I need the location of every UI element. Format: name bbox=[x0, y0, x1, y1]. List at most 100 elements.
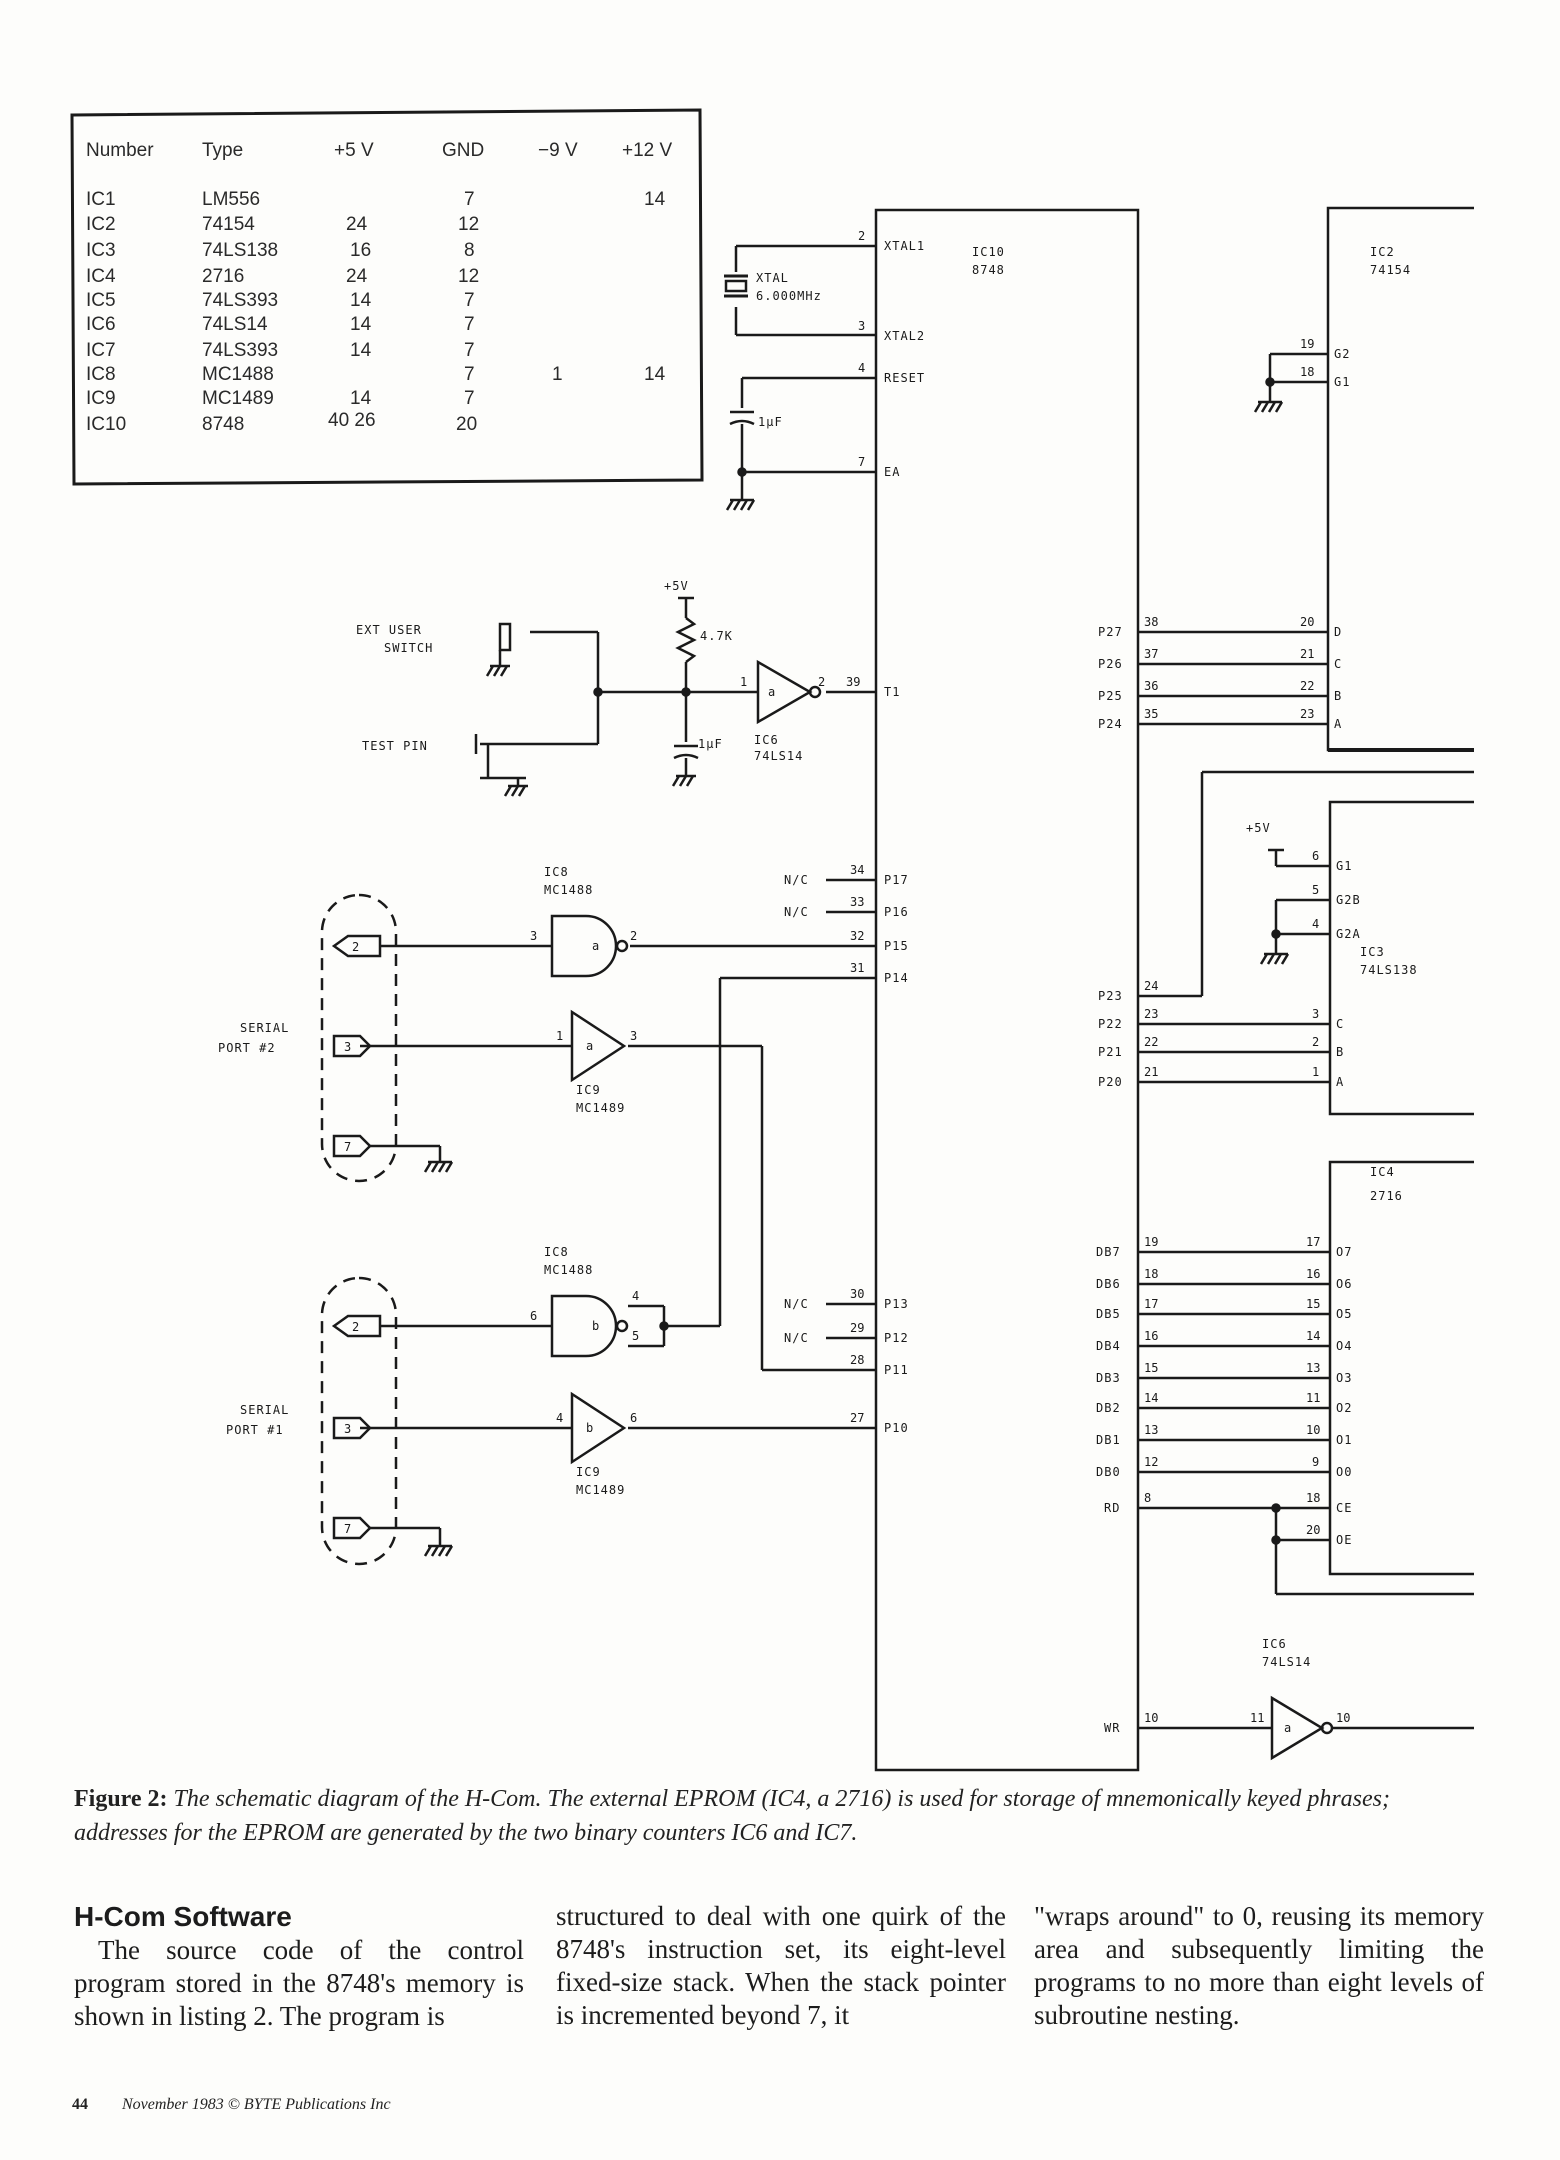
table-cell: 8 bbox=[464, 240, 475, 261]
svg-text:18: 18 bbox=[1144, 1267, 1158, 1281]
svg-text:18: 18 bbox=[1300, 365, 1314, 379]
table-header: −9 V bbox=[538, 140, 578, 161]
pin-name: DB0 bbox=[1096, 1465, 1121, 1479]
pin-name: O7 bbox=[1336, 1245, 1352, 1259]
pin-name: P17 bbox=[884, 873, 909, 887]
pin-name: B bbox=[1336, 1045, 1344, 1059]
svg-text:6: 6 bbox=[630, 1411, 637, 1425]
pin-name: O3 bbox=[1336, 1371, 1352, 1385]
svg-text:4: 4 bbox=[556, 1411, 563, 1425]
table-cell: 14 bbox=[350, 388, 372, 409]
svg-text:2: 2 bbox=[352, 1320, 359, 1334]
publication-credit: November 1983 © BYTE Publications Inc bbox=[122, 2096, 391, 2113]
svg-text:15: 15 bbox=[1306, 1297, 1320, 1311]
pin-name: G2A bbox=[1336, 927, 1361, 941]
ic2-chip bbox=[1326, 206, 1474, 752]
svg-text:22: 22 bbox=[1144, 1035, 1158, 1049]
nc-label: N/C bbox=[784, 1297, 809, 1311]
pin-name: CE bbox=[1336, 1501, 1352, 1515]
svg-text:10: 10 bbox=[1336, 1711, 1350, 1725]
table-cell: 24 bbox=[346, 266, 368, 287]
pin-name: P24 bbox=[1098, 717, 1123, 731]
svg-text:2: 2 bbox=[818, 675, 825, 689]
article-paragraph: The source code of the control program s… bbox=[74, 1935, 524, 2031]
table-cell: MC1488 bbox=[202, 364, 274, 385]
svg-text:16: 16 bbox=[1306, 1267, 1320, 1281]
table-cell: IC1 bbox=[86, 189, 116, 210]
ic3-chip bbox=[1328, 800, 1474, 1116]
pin-name: DB3 bbox=[1096, 1371, 1121, 1385]
pin-name: P16 bbox=[884, 905, 909, 919]
svg-text:17: 17 bbox=[1306, 1235, 1320, 1249]
svg-text:10: 10 bbox=[1306, 1423, 1320, 1437]
nc-label: N/C bbox=[784, 1331, 809, 1345]
pin-name: A bbox=[1334, 717, 1342, 731]
ic8-type: MC1488 bbox=[544, 883, 593, 897]
svg-text:14: 14 bbox=[1144, 1391, 1158, 1405]
ic9-label: IC9 bbox=[576, 1465, 601, 1479]
table-cell: 7 bbox=[464, 388, 475, 409]
serial-port-2-connector bbox=[320, 893, 454, 1183]
ic2-type: 74154 bbox=[1370, 263, 1411, 277]
gate-mark: b bbox=[586, 1421, 594, 1435]
gate-mark: a bbox=[1284, 1721, 1292, 1735]
svg-text:24: 24 bbox=[1144, 979, 1158, 993]
ic10-label: IC10 bbox=[972, 245, 1005, 259]
pin-name: O4 bbox=[1336, 1339, 1352, 1353]
svg-text:1: 1 bbox=[740, 675, 747, 689]
table-cell: 7 bbox=[464, 340, 475, 361]
table-cell: 7 bbox=[464, 314, 475, 335]
svg-text:7: 7 bbox=[344, 1140, 351, 1154]
table-cell: 1 bbox=[552, 364, 563, 385]
svg-text:10: 10 bbox=[1144, 1711, 1158, 1725]
ic6-label: IC6 bbox=[754, 733, 779, 747]
pin-name: P27 bbox=[1098, 625, 1123, 639]
table-cell: 40 26 bbox=[328, 410, 376, 431]
pin-name: O1 bbox=[1336, 1433, 1352, 1447]
svg-text:16: 16 bbox=[1144, 1329, 1158, 1343]
table-cell: 2716 bbox=[202, 266, 244, 287]
svg-text:4: 4 bbox=[858, 361, 865, 375]
gate-mark: b bbox=[592, 1319, 600, 1333]
pin-name: T1 bbox=[884, 685, 900, 699]
svg-text:12: 12 bbox=[1144, 1455, 1158, 1469]
svg-text:23: 23 bbox=[1300, 707, 1314, 721]
pin-name: C bbox=[1336, 1017, 1344, 1031]
ic10-chip bbox=[874, 208, 1140, 1772]
section-heading: H-Com Software bbox=[74, 1901, 292, 1932]
svg-text:3: 3 bbox=[1312, 1007, 1319, 1021]
ic9-type: MC1489 bbox=[576, 1483, 625, 1497]
svg-text:34: 34 bbox=[850, 863, 864, 877]
table-cell: 14 bbox=[644, 364, 666, 385]
svg-text:3: 3 bbox=[858, 319, 865, 333]
article-paragraph: "wraps around" to 0, reusing its memory … bbox=[1034, 1901, 1484, 2030]
ground-symbol bbox=[725, 498, 756, 511]
svg-text:3: 3 bbox=[630, 1029, 637, 1043]
ic8-label: IC8 bbox=[544, 1245, 569, 1259]
ic6-label: IC6 bbox=[1262, 1637, 1287, 1651]
svg-text:37: 37 bbox=[1144, 647, 1158, 661]
svg-text:2: 2 bbox=[630, 929, 637, 943]
page-footer: 44 November 1983 © BYTE Publications Inc bbox=[72, 2096, 391, 2114]
pin-name: O6 bbox=[1336, 1277, 1352, 1291]
pin-name: DB7 bbox=[1096, 1245, 1121, 1259]
svg-text:5: 5 bbox=[632, 1329, 639, 1343]
ic9b-gate bbox=[570, 1391, 627, 1465]
pin-name: RD bbox=[1104, 1501, 1120, 1515]
gate-mark: a bbox=[592, 939, 600, 953]
table-cell: IC2 bbox=[86, 214, 116, 235]
pin-name: O0 bbox=[1336, 1465, 1352, 1479]
table-cell: 7 bbox=[464, 189, 475, 210]
schematic-labels: IC10 8748 IC2 74154 IC3 74LS138 IC4 2716… bbox=[218, 239, 1417, 1735]
table-cell: 74LS14 bbox=[202, 314, 268, 335]
table-cell: 14 bbox=[350, 314, 372, 335]
svg-text:30: 30 bbox=[850, 1287, 864, 1301]
svg-text:4: 4 bbox=[1312, 917, 1319, 931]
figure-caption-text: The schematic diagram of the H-Com. The … bbox=[74, 1786, 1390, 1846]
t1-cap-label: 1µF bbox=[698, 737, 723, 751]
table-cell: IC6 bbox=[86, 314, 116, 335]
svg-text:15: 15 bbox=[1144, 1361, 1158, 1375]
table-cell: 14 bbox=[644, 189, 666, 210]
pin-name: G1 bbox=[1334, 375, 1350, 389]
svg-text:1: 1 bbox=[1312, 1065, 1319, 1079]
